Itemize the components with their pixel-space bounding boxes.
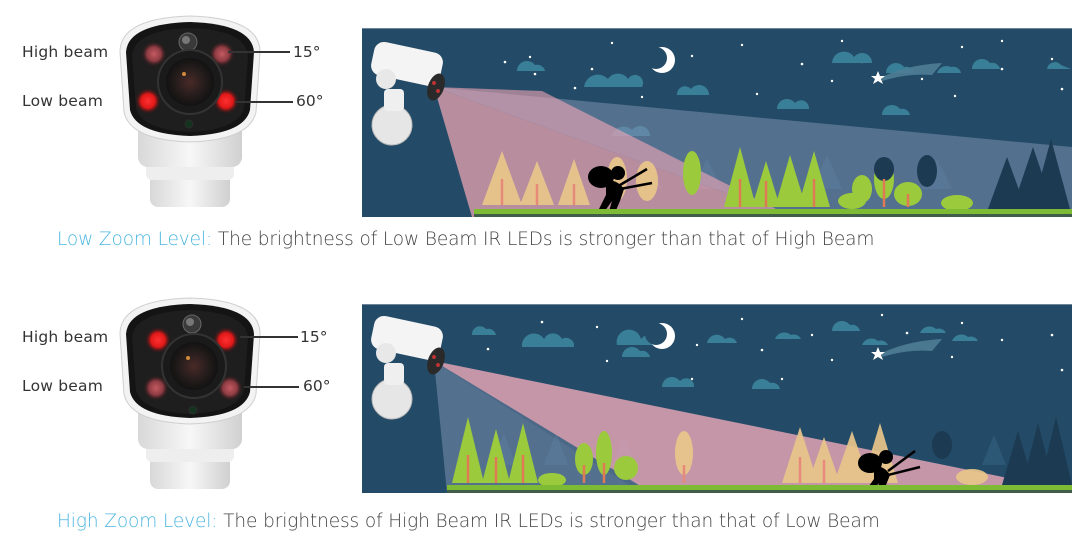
low-beam-label: Low beam xyxy=(22,377,104,395)
night-scene-illustration xyxy=(362,304,1072,493)
ptz-camera-icon xyxy=(371,315,445,420)
low-beam-label: Low beam xyxy=(22,92,104,110)
shooting-star-icon xyxy=(871,339,942,360)
caption-lead: Low Zoom Level: xyxy=(57,229,213,250)
caption-text: The brightness of Low Beam IR LEDs is st… xyxy=(212,229,875,250)
high-beam-angle: 15° xyxy=(293,43,321,61)
low-zoom-panel: High beam Low beam xyxy=(0,0,1092,276)
high-beam-label: High beam xyxy=(22,328,109,346)
camera-front-icon xyxy=(110,12,270,212)
high-beam-leader-line xyxy=(240,336,298,338)
ptz-camera-icon xyxy=(371,41,445,146)
thief-with-bolt-cutter-icon xyxy=(588,166,653,215)
clouds xyxy=(471,321,978,389)
camera-front-icon xyxy=(110,294,270,494)
high-beam-leader-line xyxy=(228,51,290,53)
low-beam-leader-line xyxy=(235,101,293,103)
low-beam-angle: 60° xyxy=(296,92,324,110)
low-beam-angle: 60° xyxy=(303,377,331,395)
crescent-moon-icon xyxy=(645,323,675,349)
high-zoom-caption: High Zoom Level: The brightness of High … xyxy=(57,511,880,532)
crescent-moon-icon xyxy=(645,47,675,73)
caption-text: The brightness of High Beam IR LEDs is s… xyxy=(217,511,880,532)
shooting-star-icon xyxy=(871,63,942,84)
high-beam-angle: 15° xyxy=(300,328,328,346)
high-beam-label: High beam xyxy=(22,43,109,61)
high-beam-cone xyxy=(434,361,1062,493)
night-scene-illustration xyxy=(362,28,1072,217)
low-beam-leader-line xyxy=(244,386,299,388)
low-zoom-caption: Low Zoom Level: The brightness of Low Be… xyxy=(57,229,874,250)
high-zoom-panel: High beam Low beam xyxy=(0,282,1092,558)
caption-lead: High Zoom Level: xyxy=(57,511,218,532)
